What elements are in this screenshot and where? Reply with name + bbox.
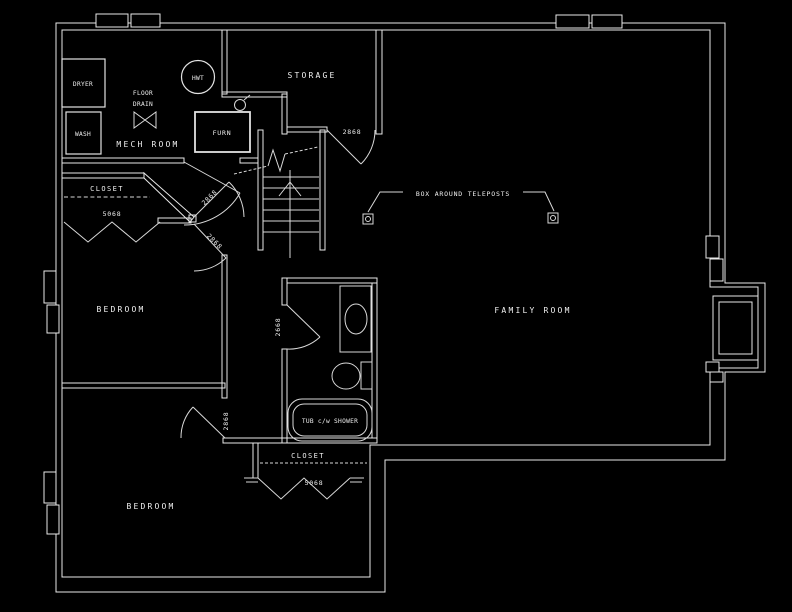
bedroom-upper-door-size: 2868: [205, 232, 224, 251]
mech-room-door-swing: [183, 161, 241, 226]
floor-drain-label-2: DRAIN: [133, 101, 153, 108]
floor-drain-symbol: FLOOR DRAIN: [133, 90, 157, 129]
tub-shower: TUB c/w SHOWER: [287, 398, 373, 442]
telepost-leader-left: [367, 191, 403, 213]
storage-door-swing: 2868: [326, 128, 376, 165]
hall-door-swing: 2868: [193, 181, 245, 218]
window-right-family-upper: [705, 235, 724, 282]
window-top-left: [95, 13, 161, 28]
floor-drain-label-1: FLOOR: [133, 90, 153, 97]
washer-box: WASH: [65, 111, 102, 155]
window-right-family-lower: [705, 361, 724, 383]
closet-upper: CLOSET 5068: [63, 185, 161, 243]
hot-water-tank: HWT: [180, 59, 216, 95]
stairs: [233, 146, 319, 258]
window-left-bedroom-lower: [43, 471, 60, 535]
cleanout-circle: [234, 94, 251, 111]
closet-lower: CLOSET 5068: [244, 452, 367, 500]
stair-break-line: [233, 146, 319, 175]
hall-door-size: 2868: [200, 188, 219, 207]
bedroom-upper-label: BEDROOM: [96, 305, 145, 314]
dryer-label: DRYER: [73, 81, 93, 88]
closet-lower-bifold-door: [257, 477, 351, 500]
bedroom-lower-door-swing: 2868: [180, 406, 230, 439]
closet-lower-door-size: 5068: [305, 479, 324, 487]
family-room-label: FAMILY ROOM: [494, 306, 571, 315]
telepost-leader-right: [523, 191, 555, 212]
bedroom-lower-label: BEDROOM: [126, 502, 175, 511]
dryer-box: DRYER: [61, 58, 106, 108]
closet-lower-label: CLOSET: [291, 452, 325, 460]
bathroom-door-size: 2668: [274, 318, 282, 337]
toilet: [331, 361, 373, 390]
furnace-label: FURN: [213, 129, 232, 137]
bathroom-door-swing: 2668: [274, 304, 321, 350]
teleposts-note: BOX AROUND TELEPOSTS: [416, 190, 510, 198]
interior-walls: [61, 29, 383, 479]
telepost-left: [362, 213, 374, 225]
window-left-bedroom-upper: [43, 270, 60, 334]
storage-label: STORAGE: [287, 71, 336, 80]
closet-upper-bifold-door: [63, 221, 161, 243]
mech-room-label: MECH ROOM: [116, 140, 179, 149]
hwt-label: HWT: [192, 75, 204, 82]
furnace-box: FURN: [194, 111, 251, 153]
washer-label: WASH: [75, 131, 91, 138]
fireplace: [712, 295, 759, 361]
closet-upper-door-size: 5068: [103, 210, 122, 218]
bedroom-upper-door-swing: 2868: [193, 223, 227, 272]
tub-label: TUB c/w SHOWER: [302, 418, 358, 425]
stair-direction-arrow: [278, 170, 302, 258]
window-top-right: [555, 14, 623, 29]
closet-upper-label: CLOSET: [90, 185, 124, 193]
sink-vanity: [339, 285, 372, 353]
bedroom-lower-door-size: 2868: [222, 412, 230, 431]
storage-door-size: 2868: [343, 128, 362, 136]
telepost-right: [547, 212, 559, 224]
teleposts-annotation: BOX AROUND TELEPOSTS: [362, 190, 559, 225]
